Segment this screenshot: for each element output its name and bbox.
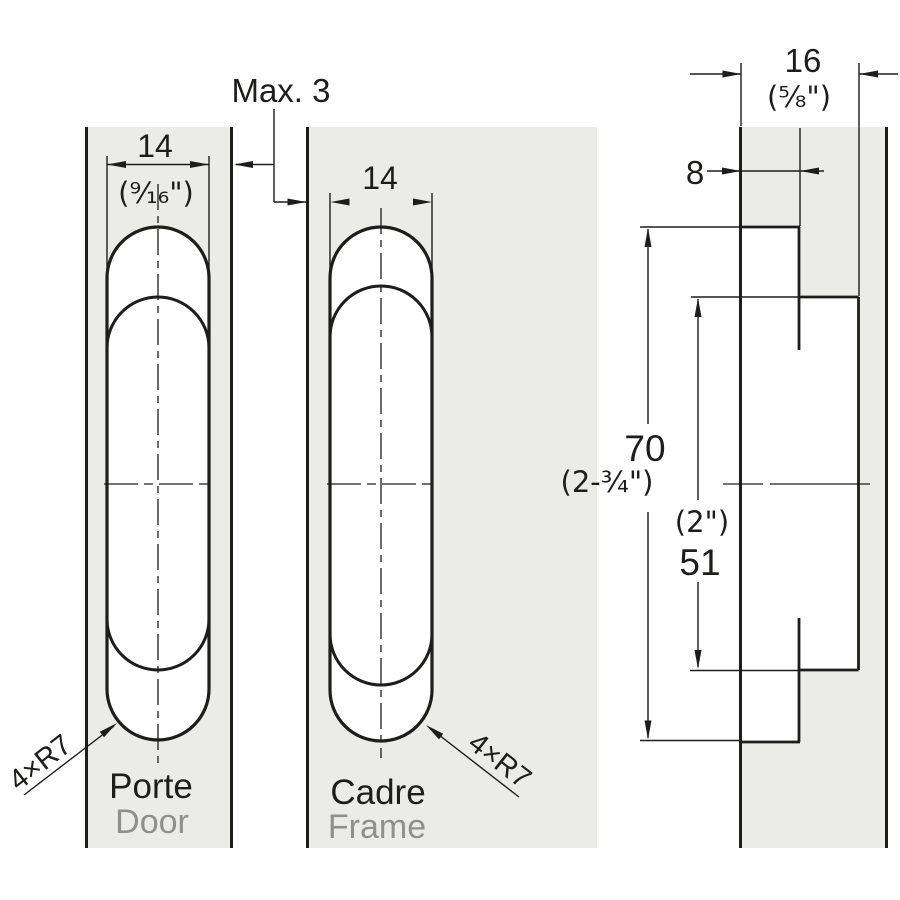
gap-arrow-to-door <box>234 161 253 168</box>
door-label-en: Door <box>115 803 189 841</box>
side-dim16-inch-label: (⁵⁄₈") <box>767 80 831 114</box>
door-dim-arrow-right <box>190 161 209 168</box>
frame-slot-inner-arc-bottom <box>328 633 434 687</box>
frame-view: 14 4×R7 Cadre Frame <box>306 127 597 848</box>
side-dim8-arrow-right <box>800 167 819 175</box>
side-dim51-mm-label: 51 <box>679 542 720 583</box>
frame-dim-arrow-left <box>330 198 350 206</box>
side-dim16-arrow-right <box>859 70 878 78</box>
frame-label-fr: Cadre <box>330 773 425 812</box>
frame-radius-arrowhead <box>426 725 444 740</box>
side-dim8-label: 8 <box>686 154 704 191</box>
gap-annotation: Max. 3 <box>231 72 432 206</box>
door-dim-arrow-left <box>107 161 126 168</box>
door-dim-mm-label: 14 <box>137 128 173 164</box>
side-dim70-arrow-up <box>644 228 652 247</box>
side-dim70-arrow-down <box>644 720 652 740</box>
side-dim51-inch-label: (2") <box>675 505 729 539</box>
side-dim8-arrow-left <box>722 167 741 175</box>
side-dim70-mm-label: 70 <box>624 428 665 469</box>
door-label-fr: Porte <box>109 767 193 806</box>
door-radius-arrowhead <box>99 723 117 738</box>
side-dim51-arrow-up <box>694 298 702 317</box>
frame-label-en: Frame <box>328 808 426 846</box>
side-dim16-mm-label: 16 <box>785 42 822 79</box>
frame-dim-arrow-right <box>413 198 432 206</box>
frame-dim-mm-label: 14 <box>362 160 398 196</box>
door-view: 14 (⁹⁄₁₆") 4×R7 Porte Door <box>3 127 233 848</box>
frame-radius-leader <box>429 727 520 798</box>
door-dim-inch-label: (⁹⁄₁₆") <box>118 176 194 210</box>
side-dim70-inch-label: (2-¾") <box>561 465 654 499</box>
door-radius-leader <box>23 725 115 796</box>
side-view: 16 (⁵⁄₈") 8 70 (2-¾") (2") 51 <box>561 42 898 848</box>
gap-arrow-to-frame <box>287 198 307 206</box>
gap-label: Max. 3 <box>231 72 330 109</box>
side-dim51-arrow-down <box>694 650 702 669</box>
side-dim16-arrow-left <box>722 70 742 78</box>
